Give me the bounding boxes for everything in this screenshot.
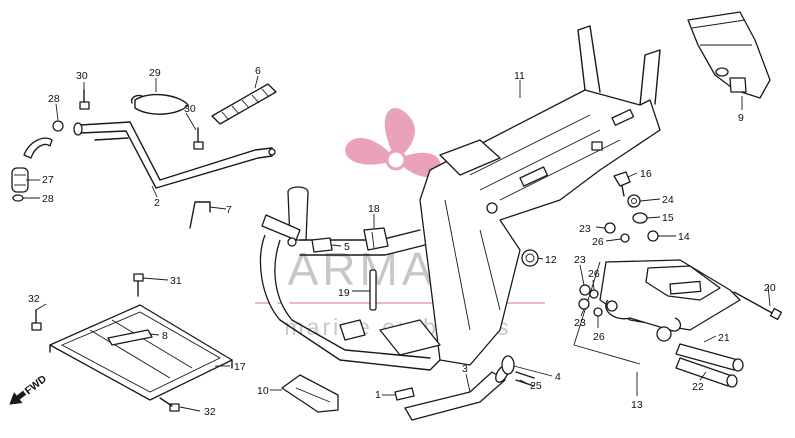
part-23-nut-left	[579, 284, 591, 296]
part-26-washer-right	[589, 289, 599, 299]
callout-1: 1	[375, 389, 381, 401]
callout-28-upper: 28	[48, 93, 60, 105]
fwd-indicator: FWD	[9, 373, 50, 405]
part-30-bolt-right	[193, 127, 204, 150]
callout-5: 5	[344, 241, 350, 253]
part-22-collar	[675, 357, 738, 388]
leader-lines	[23, 75, 771, 412]
part-15-collar	[632, 212, 648, 224]
callout-23-lower: 23	[574, 317, 586, 329]
callout-25: 25	[530, 380, 542, 392]
callout-22: 22	[692, 381, 704, 393]
part-10-bracket	[281, 374, 339, 413]
part-7-bracket	[189, 201, 211, 229]
callout-30-right: 30	[184, 103, 196, 115]
callout-15: 15	[662, 212, 674, 224]
callout-17: 17	[234, 361, 246, 373]
callout-26-lower: 26	[593, 331, 605, 343]
part-20-bolt	[733, 291, 783, 321]
part-1-clip	[394, 387, 415, 401]
callout-2: 2	[154, 197, 160, 209]
part-23-nut-upper	[604, 222, 616, 234]
part-2-pipe	[73, 121, 276, 189]
callout-10: 10	[257, 385, 269, 397]
callout-4: 4	[555, 371, 561, 383]
callout-12: 12	[545, 254, 557, 266]
part-4-gasket	[501, 355, 515, 375]
callout-7: 7	[226, 204, 232, 216]
callout-23-upper: 23	[579, 223, 591, 235]
part-28-clip-lower	[12, 194, 24, 202]
callout-11: 11	[514, 70, 525, 82]
callout-29: 29	[149, 67, 161, 79]
part-23-nut-lower	[578, 298, 590, 310]
part-11-main-frame	[419, 25, 661, 366]
callout-23-middle: 23	[574, 254, 586, 266]
callout-19: 19	[338, 287, 350, 299]
part-24-washer	[627, 194, 641, 208]
callout-13: 13	[631, 399, 643, 411]
part-12-grommet	[521, 249, 539, 267]
callout-26-upper: 26	[592, 236, 604, 248]
fwd-label: FWD	[23, 373, 50, 397]
part-8-plate	[107, 329, 153, 346]
callout-21: 21	[718, 332, 730, 344]
part-26-washer-lower	[593, 307, 603, 317]
callout-27: 27	[42, 174, 54, 186]
part-17-floor-frame	[49, 304, 233, 401]
part-14-cap	[647, 230, 659, 242]
callout-24: 24	[662, 194, 674, 206]
propeller-logo	[345, 108, 441, 178]
callout-20: 20	[764, 282, 776, 294]
callout-6: 6	[255, 65, 261, 77]
callout-8: 8	[162, 330, 168, 342]
part-18-clip	[363, 227, 389, 251]
front-head-pipe	[259, 186, 441, 371]
part-5-holder	[311, 237, 333, 253]
callout-14: 14	[678, 231, 690, 243]
part-32-bolt-left	[31, 309, 42, 331]
callout-31: 31	[170, 275, 182, 287]
part-32-bolt-right	[159, 397, 180, 412]
callout-32-left: 32	[28, 293, 40, 305]
part-16-mount	[613, 171, 631, 197]
callout-16: 16	[640, 168, 652, 180]
part-13-hanger-link	[573, 259, 741, 365]
part-9-rear-cover	[687, 11, 771, 99]
callout-3: 3	[462, 363, 468, 375]
callout-26-middle: 26	[588, 268, 600, 280]
part-29-band	[130, 93, 189, 115]
part-31-bolt	[133, 273, 144, 297]
callout-9: 9	[738, 112, 744, 124]
part-26-washer-upper	[620, 233, 630, 243]
part-21-bushing	[675, 343, 744, 372]
callout-18: 18	[368, 203, 380, 215]
part-19-pin	[369, 269, 377, 311]
part-28-clip-upper	[52, 120, 64, 132]
part-30-bolt-left	[79, 89, 90, 110]
callout-28-lower: 28	[42, 193, 54, 205]
part-27-hose	[11, 137, 53, 193]
callout-30-left: 30	[76, 70, 88, 82]
callout-labels: 1 2 3 4 5 6 7 8 9 10 11 12 13 14 15 16 1…	[28, 65, 776, 418]
part-3-joint-pipe	[404, 365, 509, 421]
callout-32-right: 32	[204, 406, 216, 418]
part-6-tube	[211, 83, 277, 125]
